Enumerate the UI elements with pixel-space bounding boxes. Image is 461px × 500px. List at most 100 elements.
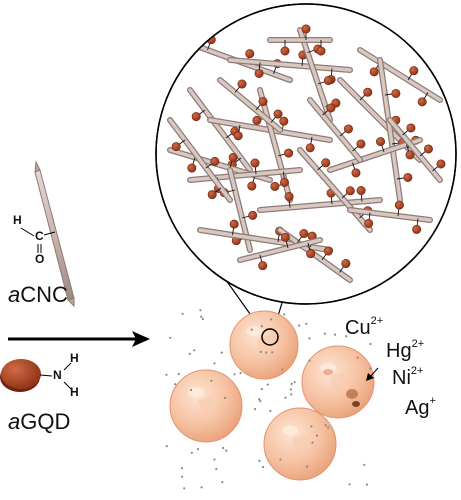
quantum-dot: [326, 103, 336, 113]
aldehyde-group-icon: [20, 227, 56, 253]
quantum-dot: [254, 68, 264, 78]
quantum-dot: [237, 79, 247, 89]
ion-dot: [369, 342, 372, 346]
ion-dot: [221, 481, 224, 484]
ion-dot: [260, 388, 263, 391]
ion-dot: [165, 373, 168, 376]
ion-cu-symbol: Cu: [345, 317, 371, 339]
nanocrystal-rod: [277, 227, 353, 283]
acnc-prefix: a: [8, 282, 21, 307]
ion-hg-symbol: Hg: [386, 340, 412, 362]
ion-dot: [201, 317, 204, 321]
ion-dot: [188, 352, 191, 355]
metal-ion-dots: [165, 309, 372, 490]
ion-dot: [183, 487, 186, 490]
ion-dot: [200, 315, 203, 318]
magnified-view: [155, 3, 457, 305]
agqd-label: aGQD: [8, 411, 70, 433]
ion-dot: [310, 425, 313, 428]
quantum-dot: [233, 131, 243, 141]
ion-dot: [290, 382, 293, 385]
quantum-dot: [323, 246, 333, 256]
ion-dot: [290, 393, 293, 396]
quantum-dot: [248, 210, 258, 220]
aerogel-bead: [229, 310, 299, 380]
quantum-dot: [210, 156, 220, 166]
nanocrystal-rod: [217, 77, 283, 133]
quantum-dot: [247, 181, 257, 191]
acnc-label: aCNC: [8, 284, 68, 306]
ion-dot: [284, 396, 287, 399]
aerogel-bead: [301, 345, 375, 419]
ion-cu-charge: 2+: [370, 315, 384, 327]
quantum-dot: [305, 143, 315, 153]
nanocrystal-rod: [357, 47, 443, 107]
quantum-dot: [306, 249, 316, 259]
ion-dot: [327, 426, 330, 429]
quantum-dot: [279, 116, 289, 126]
quantum-dot: [171, 142, 181, 152]
quantum-dot: [279, 177, 289, 187]
ion-dot: [258, 459, 261, 462]
ion-dot: [365, 483, 368, 486]
ion-dot: [215, 468, 218, 471]
zoom-marker: [261, 328, 279, 346]
ion-dot: [283, 313, 286, 316]
quantum-dot: [270, 181, 280, 191]
ion-dot: [324, 424, 327, 427]
quantum-dot: [228, 152, 238, 162]
quantum-dot: [280, 46, 290, 56]
ion-dot: [348, 483, 351, 486]
ion-dot: [298, 324, 301, 327]
aerogel-bead: [169, 369, 243, 443]
agqd-prefix: a: [8, 409, 21, 434]
quantum-dot: [351, 168, 361, 178]
reaction-arrow: [8, 331, 150, 347]
quantum-dot: [301, 24, 311, 34]
ion-dot: [189, 388, 193, 392]
quantum-dot: [394, 200, 404, 210]
nanocrystal-rod: [257, 186, 383, 213]
ion-dot: [311, 441, 314, 444]
nanocrystal-rod: [307, 97, 366, 163]
quantum-dot: [229, 219, 239, 229]
quantum-dot: [321, 158, 331, 168]
ion-dot: [213, 362, 216, 365]
quantum-dot: [436, 159, 446, 169]
ion-dot: [239, 371, 242, 375]
quantum-dot: [341, 259, 351, 269]
ion-dot: [250, 328, 253, 331]
quantum-dot: [409, 66, 419, 76]
quantum-dot: [284, 192, 294, 202]
ion-dot: [190, 451, 193, 454]
quantum-dot: [207, 190, 217, 200]
quantum-dot: [405, 150, 415, 160]
ion-dot: [293, 381, 296, 384]
quantum-dot: [356, 186, 366, 196]
ion-dot: [271, 351, 274, 354]
acnc-name: CNC: [20, 282, 68, 307]
aerogel-bead: [263, 407, 337, 481]
ion-dot: [220, 351, 223, 354]
ion-dot: [262, 465, 265, 469]
ion-dot: [181, 475, 184, 478]
quantum-dot: [343, 124, 353, 134]
ion-hg: Hg2+: [386, 339, 424, 362]
ion-dot: [225, 449, 228, 452]
ion-dot: [254, 408, 257, 411]
ion-dot: [323, 332, 326, 335]
ion-dot: [305, 465, 309, 468]
ion-dot: [200, 486, 203, 489]
quantum-dot: [369, 67, 379, 77]
quantum-dot: [391, 88, 401, 98]
quantum-dot: [323, 76, 333, 86]
quantum-dot: [280, 232, 290, 242]
nanocrystal-rod: [347, 200, 433, 234]
quantum-dot: [299, 229, 309, 239]
nanocrystal-rod: [267, 24, 333, 56]
ion-dot: [165, 445, 168, 448]
ion-ag-symbol: Ag: [405, 397, 430, 419]
quantum-dot: [191, 112, 201, 122]
ion-dot: [269, 409, 272, 412]
